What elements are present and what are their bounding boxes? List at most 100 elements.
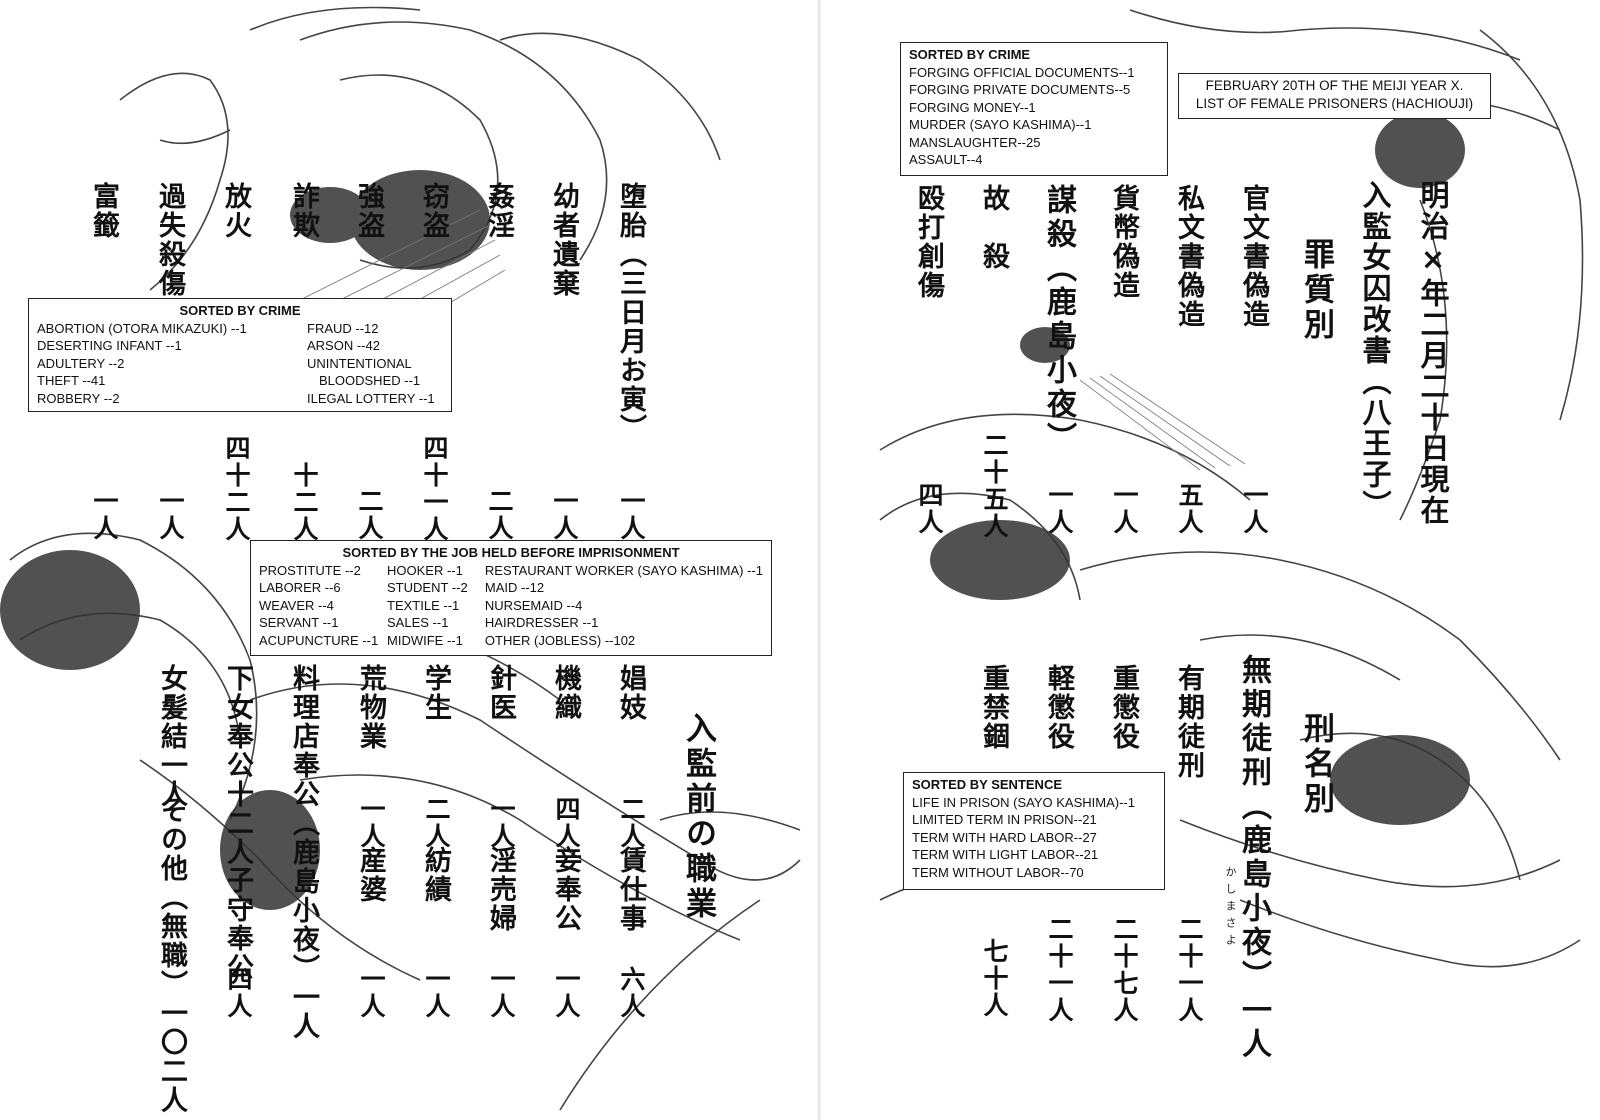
crime-count-adultery: 二人 bbox=[485, 488, 514, 542]
job-heading: 入監前の職業 bbox=[680, 712, 716, 922]
crime-label-illegal-lottery: 富籤 bbox=[88, 182, 119, 240]
box-line: NURSEMAID --4 bbox=[484, 597, 583, 613]
crime-label-robbery: 強盗 bbox=[353, 182, 384, 240]
right-crime-translation-box: SORTED BY CRIME FORGING OFFICIAL DOCUMEN… bbox=[900, 42, 1168, 176]
crime-count-abortion: 一人 bbox=[617, 488, 646, 542]
sentence-label-limited-term: 有期徒刑 bbox=[1173, 664, 1204, 780]
box-line: MURDER (SAYO KASHIMA)--1 bbox=[909, 117, 1092, 132]
crime-heading: 罪質別 bbox=[1298, 238, 1334, 343]
job-label-nursemaid: 子守奉公 bbox=[222, 866, 253, 982]
box-line: ASSAULT--4 bbox=[909, 152, 983, 167]
box-line: FORGING MONEY--1 bbox=[909, 99, 1036, 115]
box-line: FRAUD --12 bbox=[307, 320, 379, 336]
box-line: LIFE IN PRISON (SAYO KASHIMA)--1 bbox=[912, 794, 1135, 810]
left-crime-translation-box: SORTED BY CRIME ABORTION (OTORA MIKAZUKI… bbox=[28, 298, 452, 412]
box-line: FORGING OFFICIAL DOCUMENTS--1 bbox=[909, 64, 1135, 80]
box-line: HAIRDRESSER --1 bbox=[484, 615, 599, 630]
crime-label-deserting-infant: 幼者遺棄 bbox=[548, 182, 579, 298]
box-line: TEXTILE --1 bbox=[387, 597, 460, 613]
job-count-hooker: 一人 bbox=[487, 966, 516, 1020]
box-line: DESERTING INFANT --1 bbox=[37, 338, 182, 353]
title-date: 明治×年二月二十日現在 bbox=[1416, 180, 1450, 526]
box-line: SERVANT --1 bbox=[259, 615, 339, 630]
job-translation-box: SORTED BY THE JOB HELD BEFORE IMPRISONME… bbox=[250, 540, 772, 656]
crime-count-deserting-infant: 一人 bbox=[550, 488, 579, 542]
box-line: UNINTENTIONAL bbox=[307, 355, 412, 371]
job-label-midwife: 産婆 bbox=[355, 846, 386, 904]
job-label-acupuncture: 針医 bbox=[485, 664, 516, 722]
job-box-title: SORTED BY THE JOB HELD BEFORE IMPRISONME… bbox=[342, 545, 680, 560]
box-line: FORGING PRIVATE DOCUMENTS--5 bbox=[909, 82, 1131, 97]
box-line: THEFT --41 bbox=[37, 373, 106, 388]
right-crime-count-forging-money: 一人 bbox=[1110, 482, 1139, 536]
right-crime-count-murder: 一人 bbox=[1045, 482, 1074, 536]
left-crime-box-col2: FRAUD --12 ARSON --42 UNINTENTIONAL BLOO… bbox=[307, 320, 435, 408]
box-line: TERM WITH HARD LABOR--27 bbox=[912, 829, 1097, 845]
job-label-textile: 紡績 bbox=[420, 846, 451, 904]
sentence-translation-box: SORTED BY SENTENCE LIFE IN PRISON (SAYO … bbox=[903, 772, 1165, 890]
job-count-mistress-servant: 一人 bbox=[552, 966, 581, 1020]
job-label-laborer: 賃仕事 bbox=[615, 846, 646, 933]
box-line: ACUPUNCTURE --1 bbox=[259, 632, 379, 648]
box-line: HOOKER --1 bbox=[387, 562, 463, 578]
right-crime-count-manslaughter: 二十五人 bbox=[980, 432, 1009, 540]
crime-label-theft: 窃盗 bbox=[418, 182, 449, 240]
crime-count-arson: 四十二人 bbox=[222, 435, 251, 543]
right-crime-label-private-documents: 私文書偽造 bbox=[1173, 184, 1204, 329]
box-line: WEAVER --4 bbox=[259, 597, 334, 613]
sentence-count-light-labor: 二十一人 bbox=[1045, 916, 1074, 1024]
job-label-prostitute: 娼妓 bbox=[615, 664, 646, 722]
crime-count-fraud: 十二人 bbox=[290, 462, 319, 543]
box-line: MAID --12 bbox=[484, 580, 545, 595]
box-line: BLOODSHED --1 bbox=[319, 373, 421, 388]
box-line: OTHER (JOBLESS) --102 bbox=[484, 632, 636, 648]
job-count-laborer: 六人 bbox=[617, 966, 646, 1020]
job-label-maid: 下女奉公十二人 bbox=[222, 664, 253, 867]
box-line: PROSTITUTE --2 bbox=[259, 562, 361, 578]
box-line: ADULTERY --2 bbox=[37, 355, 125, 371]
job-label-sales: 荒物業 bbox=[355, 664, 386, 751]
box-line: STUDENT --2 bbox=[387, 580, 468, 595]
job-count-prostitute: 二人 bbox=[617, 796, 646, 850]
job-label-other-jobless: その他（無職）一〇二人 bbox=[156, 796, 187, 1115]
sentence-box-title: SORTED BY SENTENCE bbox=[912, 777, 1063, 792]
job-box-col2: HOOKER --1 STUDENT --2 TEXTILE --1 SALES… bbox=[387, 562, 485, 650]
job-label-hairdresser: 女髪結一人 bbox=[156, 664, 187, 809]
right-crime-count-assault: 四人 bbox=[915, 482, 944, 536]
page-gutter bbox=[818, 0, 822, 1120]
right-crime-label-official-documents: 官文書偽造 bbox=[1238, 184, 1269, 329]
crime-label-arson: 放火 bbox=[220, 182, 251, 240]
sentence-label-hard-labor: 重懲役 bbox=[1108, 664, 1139, 751]
crime-label-unintentional-bloodshed: 過失殺傷 bbox=[154, 182, 185, 298]
job-label-student: 学生 bbox=[420, 664, 451, 722]
right-crime-label-manslaughter: 故 殺 bbox=[978, 184, 1009, 271]
right-crime-label-forging-money: 貨幣偽造 bbox=[1108, 184, 1139, 300]
job-count-textile: 一人 bbox=[422, 966, 451, 1020]
right-crime-label-murder: 謀殺（鹿島小夜） bbox=[1041, 184, 1076, 456]
sentence-count-limited-term: 二十一人 bbox=[1175, 916, 1204, 1024]
box-line: ABORTION (OTORA MIKAZUKI) --1 bbox=[37, 320, 247, 336]
box-line: LIMITED TERM IN PRISON--21 bbox=[912, 812, 1097, 827]
job-count-student: 二人 bbox=[422, 796, 451, 850]
right-crime-box-title: SORTED BY CRIME bbox=[909, 47, 1031, 62]
right-crime-label-assault: 殴打創傷 bbox=[913, 184, 944, 300]
crime-count-illegal-lottery: 一人 bbox=[90, 488, 119, 542]
right-crime-count-private-documents: 五人 bbox=[1175, 482, 1204, 536]
title-box-line1: FEBRUARY 20TH OF THE MEIJI YEAR X. bbox=[1205, 78, 1464, 93]
sentence-heading: 刑名別 bbox=[1298, 712, 1334, 817]
furigana-kashima-sayo: かしまさよ bbox=[1224, 866, 1237, 951]
job-count-nursemaid: 四人 bbox=[224, 966, 253, 1020]
box-line: ROBBERY --2 bbox=[37, 390, 120, 406]
crime-label-fraud: 詐欺 bbox=[288, 182, 319, 240]
box-line: MIDWIFE --1 bbox=[387, 632, 463, 648]
crime-count-unintentional-bloodshed: 一人 bbox=[156, 488, 185, 542]
job-label-mistress-servant: 妾奉公 bbox=[550, 846, 581, 933]
job-box-col3: RESTAURANT WORKER (SAYO KASHIMA) --1 MAI… bbox=[485, 562, 763, 650]
job-box-col1: PROSTITUTE --2 LABORER --6 WEAVER --4 SE… bbox=[259, 562, 387, 650]
box-line: LABORER --6 bbox=[259, 580, 341, 595]
right-crime-count-official-documents: 一人 bbox=[1240, 482, 1269, 536]
sentence-count-hard-labor: 二十七人 bbox=[1110, 916, 1139, 1024]
crime-label-adultery: 姦淫 bbox=[483, 182, 514, 240]
